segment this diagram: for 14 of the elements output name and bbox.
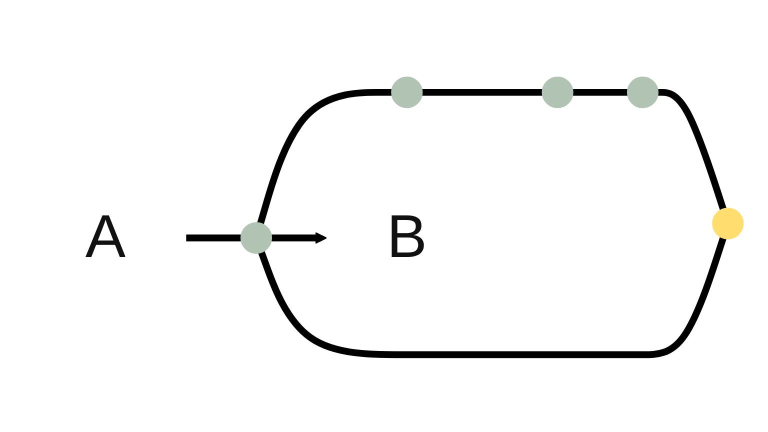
node-circle [542,76,574,108]
connector [257,88,392,224]
connector [258,236,726,358]
node-circle [240,222,272,254]
node-circle [391,76,423,108]
connector [658,88,726,210]
connector [422,88,542,96]
node-circle [626,76,659,108]
arrow [271,232,327,244]
node-text: A [85,204,126,271]
node-circle [712,208,744,240]
connector [572,88,628,96]
node-text: B [386,204,428,271]
connector [186,234,242,242]
